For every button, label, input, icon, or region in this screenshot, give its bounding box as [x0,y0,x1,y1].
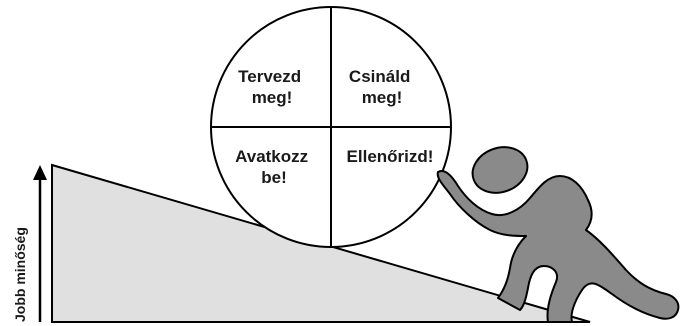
figure-body [436,170,680,323]
figure-head [471,146,529,194]
axis-arrowhead-icon [33,165,47,180]
pushing-person-figure [436,146,680,323]
check-label-line1: Ellenőrizd! [347,147,434,166]
do-label-line2: meg! [362,88,403,107]
act-label-line2: be! [261,168,287,187]
check-label: Ellenőrizd! [347,147,434,166]
do-label: Csináld meg! [349,67,415,107]
plan-label-line1: Tervezd [238,67,301,86]
quality-axis: Jobb minőség [12,165,47,322]
act-label-line1: Avatkozz [235,147,308,166]
axis-label: Jobb minőség [12,227,28,322]
plan-label: Tervezd meg! [238,67,306,107]
pdca-wheel: Tervezd meg! Csináld meg! Avatkozz be! E… [210,6,452,248]
act-label: Avatkozz be! [235,147,313,187]
plan-label-line2: meg! [252,88,293,107]
do-label-line1: Csináld [349,67,410,86]
